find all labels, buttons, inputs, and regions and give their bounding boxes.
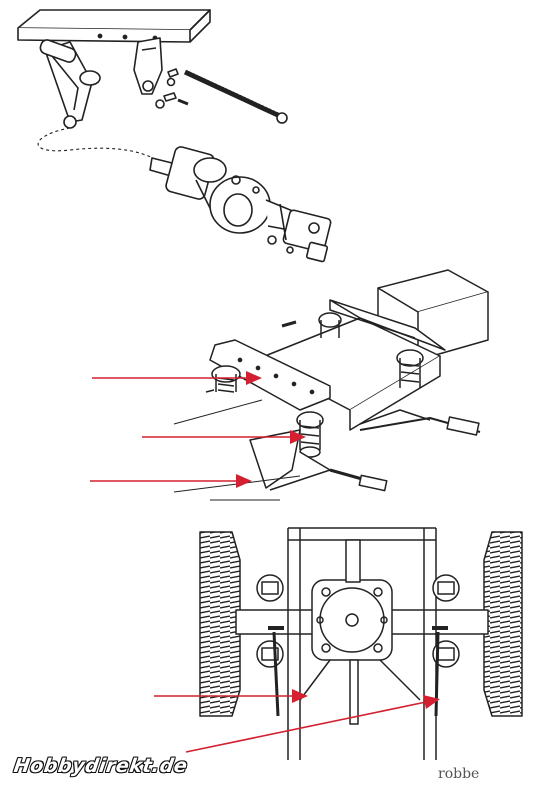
panel-suspension bbox=[173, 269, 489, 501]
perch-right-top bbox=[432, 574, 460, 602]
arrows bbox=[90, 371, 440, 753]
arrow-2 bbox=[142, 430, 306, 444]
perch-left-bottom bbox=[256, 640, 284, 668]
shock-rear-back bbox=[318, 312, 342, 338]
long-screw bbox=[183, 69, 288, 124]
frame-rail bbox=[17, 9, 211, 43]
tire-left bbox=[199, 531, 241, 717]
shock-front-left bbox=[211, 365, 241, 393]
watermark: Hobbydirekt.de bbox=[12, 755, 189, 777]
frame-rail-front bbox=[209, 339, 331, 411]
brand-logo: robbe bbox=[438, 766, 480, 782]
shock-rear-right bbox=[396, 349, 424, 388]
arrow-3 bbox=[90, 474, 252, 488]
panel-exploded-axle bbox=[17, 9, 332, 263]
arrow-1 bbox=[92, 371, 262, 385]
differential bbox=[311, 579, 393, 661]
shock-front-center bbox=[296, 411, 324, 458]
tire-right bbox=[483, 531, 523, 717]
arrow-5 bbox=[185, 695, 440, 753]
spring-hanger-front bbox=[39, 39, 101, 129]
arrow-4 bbox=[154, 689, 308, 703]
panel-underside bbox=[199, 527, 523, 760]
perch-left-top bbox=[256, 574, 284, 602]
axle-housing-exploded bbox=[149, 146, 332, 263]
spring-hanger-rear bbox=[133, 37, 163, 95]
